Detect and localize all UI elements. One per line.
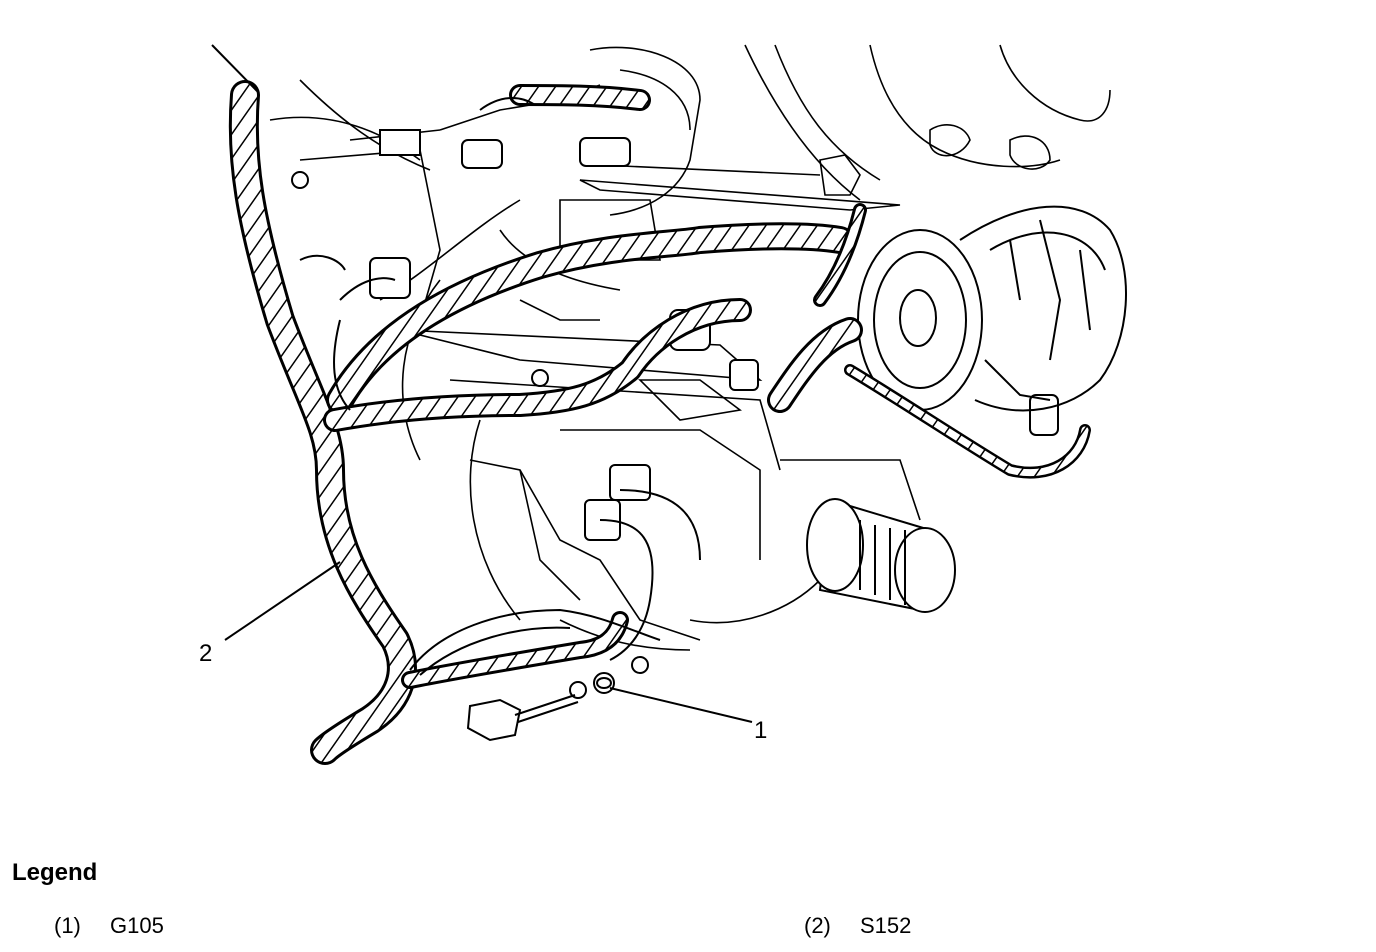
engine-harness-illustration <box>211 44 1127 765</box>
legend-item-number: (2) <box>804 913 831 938</box>
wire-harness <box>228 80 1091 765</box>
legend-item: (2) S152 <box>804 913 911 939</box>
legend-item-label: S152 <box>860 913 912 938</box>
legend-item-label: G105 <box>110 913 164 938</box>
callout-2-label: 2 <box>199 640 213 667</box>
ground-bolt <box>514 677 612 723</box>
connectors <box>291 129 759 742</box>
legend-item-number: (1) <box>54 913 81 938</box>
legend-item: (1) G105 <box>54 913 164 939</box>
legend-title: Legend <box>12 859 98 886</box>
oil-filter <box>806 498 956 613</box>
thin-wires <box>299 97 701 676</box>
callout-1-label: 1 <box>754 717 768 744</box>
leader-lines <box>211 44 753 723</box>
